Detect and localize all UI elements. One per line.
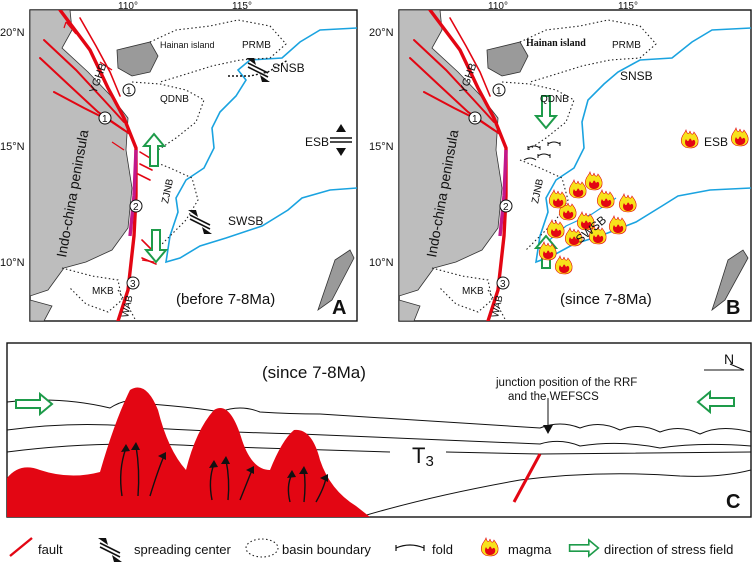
coastline-blue: [535, 27, 751, 264]
palawan-land: [711, 249, 749, 312]
label-snsb: SNSB: [620, 69, 653, 83]
svg-text:2: 2: [133, 202, 139, 213]
svg-text:magma: magma: [508, 542, 552, 557]
lat-label-15: 15°N: [369, 141, 394, 153]
indochina-land: [30, 10, 133, 297]
indochina-land: [399, 10, 503, 297]
fault-markers: 1 1 2 3: [98, 83, 143, 290]
label-snsb: SNSB: [272, 61, 305, 75]
svg-text:basin boundary: basin boundary: [282, 542, 371, 557]
junction-label-1: junction position of the RRF: [495, 377, 637, 389]
label-swsb: SWSB: [228, 214, 263, 228]
panel-b: Hainan island PRMB SNSB QDNB ESB SWSB MK…: [369, 1, 752, 322]
label-qdnb: QDNB: [160, 94, 189, 105]
magenta-fault: [128, 149, 138, 237]
lat-label-15: 15°N: [0, 141, 25, 153]
svg-text:1: 1: [496, 86, 502, 97]
snsb-spreading-line: [228, 59, 289, 77]
fault-markers: 1 1 2 3: [468, 83, 513, 290]
basin-boundary-icon: [245, 538, 279, 558]
label-esb: ESB: [704, 135, 728, 149]
lon-label-110: 110°: [118, 1, 138, 12]
legend-stress: direction of stress field: [568, 539, 733, 557]
section-fault: [512, 453, 542, 503]
svg-text:3: 3: [500, 279, 506, 290]
legend-magma: magma: [480, 537, 552, 557]
magenta-fault: [498, 149, 508, 237]
slip-arrows: [63, 21, 155, 263]
north-label: N: [724, 351, 734, 367]
label-hainan: Hainan island: [526, 38, 586, 49]
label-qdnb: QDNB: [540, 94, 569, 105]
panel-c: (since 7-8Ma) N T3 junction position of …: [6, 342, 752, 518]
panel-letter-c: C: [726, 491, 740, 513]
basin-boundaries: [431, 19, 657, 321]
magma-body: [7, 387, 370, 517]
palawan-land: [317, 249, 355, 312]
legend-spreading: spreading center: [97, 537, 232, 563]
legend-fault: fault: [9, 537, 63, 557]
label-hainan-1: Hainan island: [160, 40, 215, 50]
esb-spreading-icon: [330, 124, 352, 156]
magma-icon: [480, 537, 499, 557]
label-wab: WAB: [490, 294, 505, 319]
junction-label-2: and the WEFSCS: [508, 391, 599, 403]
lat-label-20: 20°N: [0, 27, 25, 39]
lon-label-110: 110°: [488, 1, 508, 12]
svg-text:spreading center: spreading center: [134, 542, 232, 557]
svg-text:fault: fault: [38, 542, 63, 557]
fault-icon: [9, 537, 33, 557]
label-mkb: MKB: [462, 286, 484, 297]
lon-label-115: 115°: [618, 1, 638, 12]
spreading-center-icon: [97, 537, 123, 563]
svg-text:fold: fold: [432, 542, 453, 557]
label-wab: WAB: [120, 294, 135, 319]
basin-boundaries: [61, 19, 287, 321]
north-arrow-icon: [704, 363, 745, 371]
fold-symbols: [523, 141, 561, 161]
label-prmb: PRMB: [242, 40, 271, 51]
fault-lines: [409, 10, 508, 321]
legend-basin: basin boundary: [245, 538, 371, 558]
panel-c-title: (since 7-8Ma): [262, 363, 366, 382]
panel-letter-b: B: [726, 297, 740, 319]
t3-label: T3: [412, 443, 434, 470]
svg-text:1: 1: [102, 114, 108, 125]
label-prmb: PRMB: [612, 40, 641, 51]
fault-lines: [39, 10, 157, 321]
label-esb: ESB: [305, 135, 329, 149]
southern-land: [30, 299, 53, 321]
caption-b: (since 7-8Ma): [560, 291, 652, 308]
svg-text:1: 1: [472, 114, 478, 125]
legend: fault spreading center basin boundary fo…: [9, 537, 733, 563]
lat-label-10: 10°N: [0, 257, 25, 269]
label-zjnb: ZJNB: [160, 178, 176, 205]
svg-text:3: 3: [130, 279, 136, 290]
lat-label-20: 20°N: [369, 27, 394, 39]
basement-line: [359, 469, 751, 517]
legend-fold: fold: [395, 542, 453, 557]
svg-text:2: 2: [503, 202, 509, 213]
upwelling-arrowheads: [121, 442, 328, 482]
panel-letter-a: A: [332, 297, 346, 319]
lat-label-10: 10°N: [369, 257, 394, 269]
southern-land: [399, 299, 421, 321]
svg-text:1: 1: [126, 86, 132, 97]
label-zjnb: ZJNB: [530, 178, 546, 205]
lon-label-115: 115°: [232, 1, 252, 12]
panel-a: Hainan island PRMB SNSB QDNB ESB SWSB MK…: [0, 1, 358, 322]
stress-arrow-icon: [568, 539, 600, 557]
fold-icon: [395, 544, 425, 551]
label-mkb: MKB: [92, 286, 114, 297]
caption-a: (before 7-8Ma): [176, 291, 275, 308]
junction-arrowhead: [543, 425, 553, 434]
svg-text:direction of stress field: direction of stress field: [604, 542, 733, 557]
